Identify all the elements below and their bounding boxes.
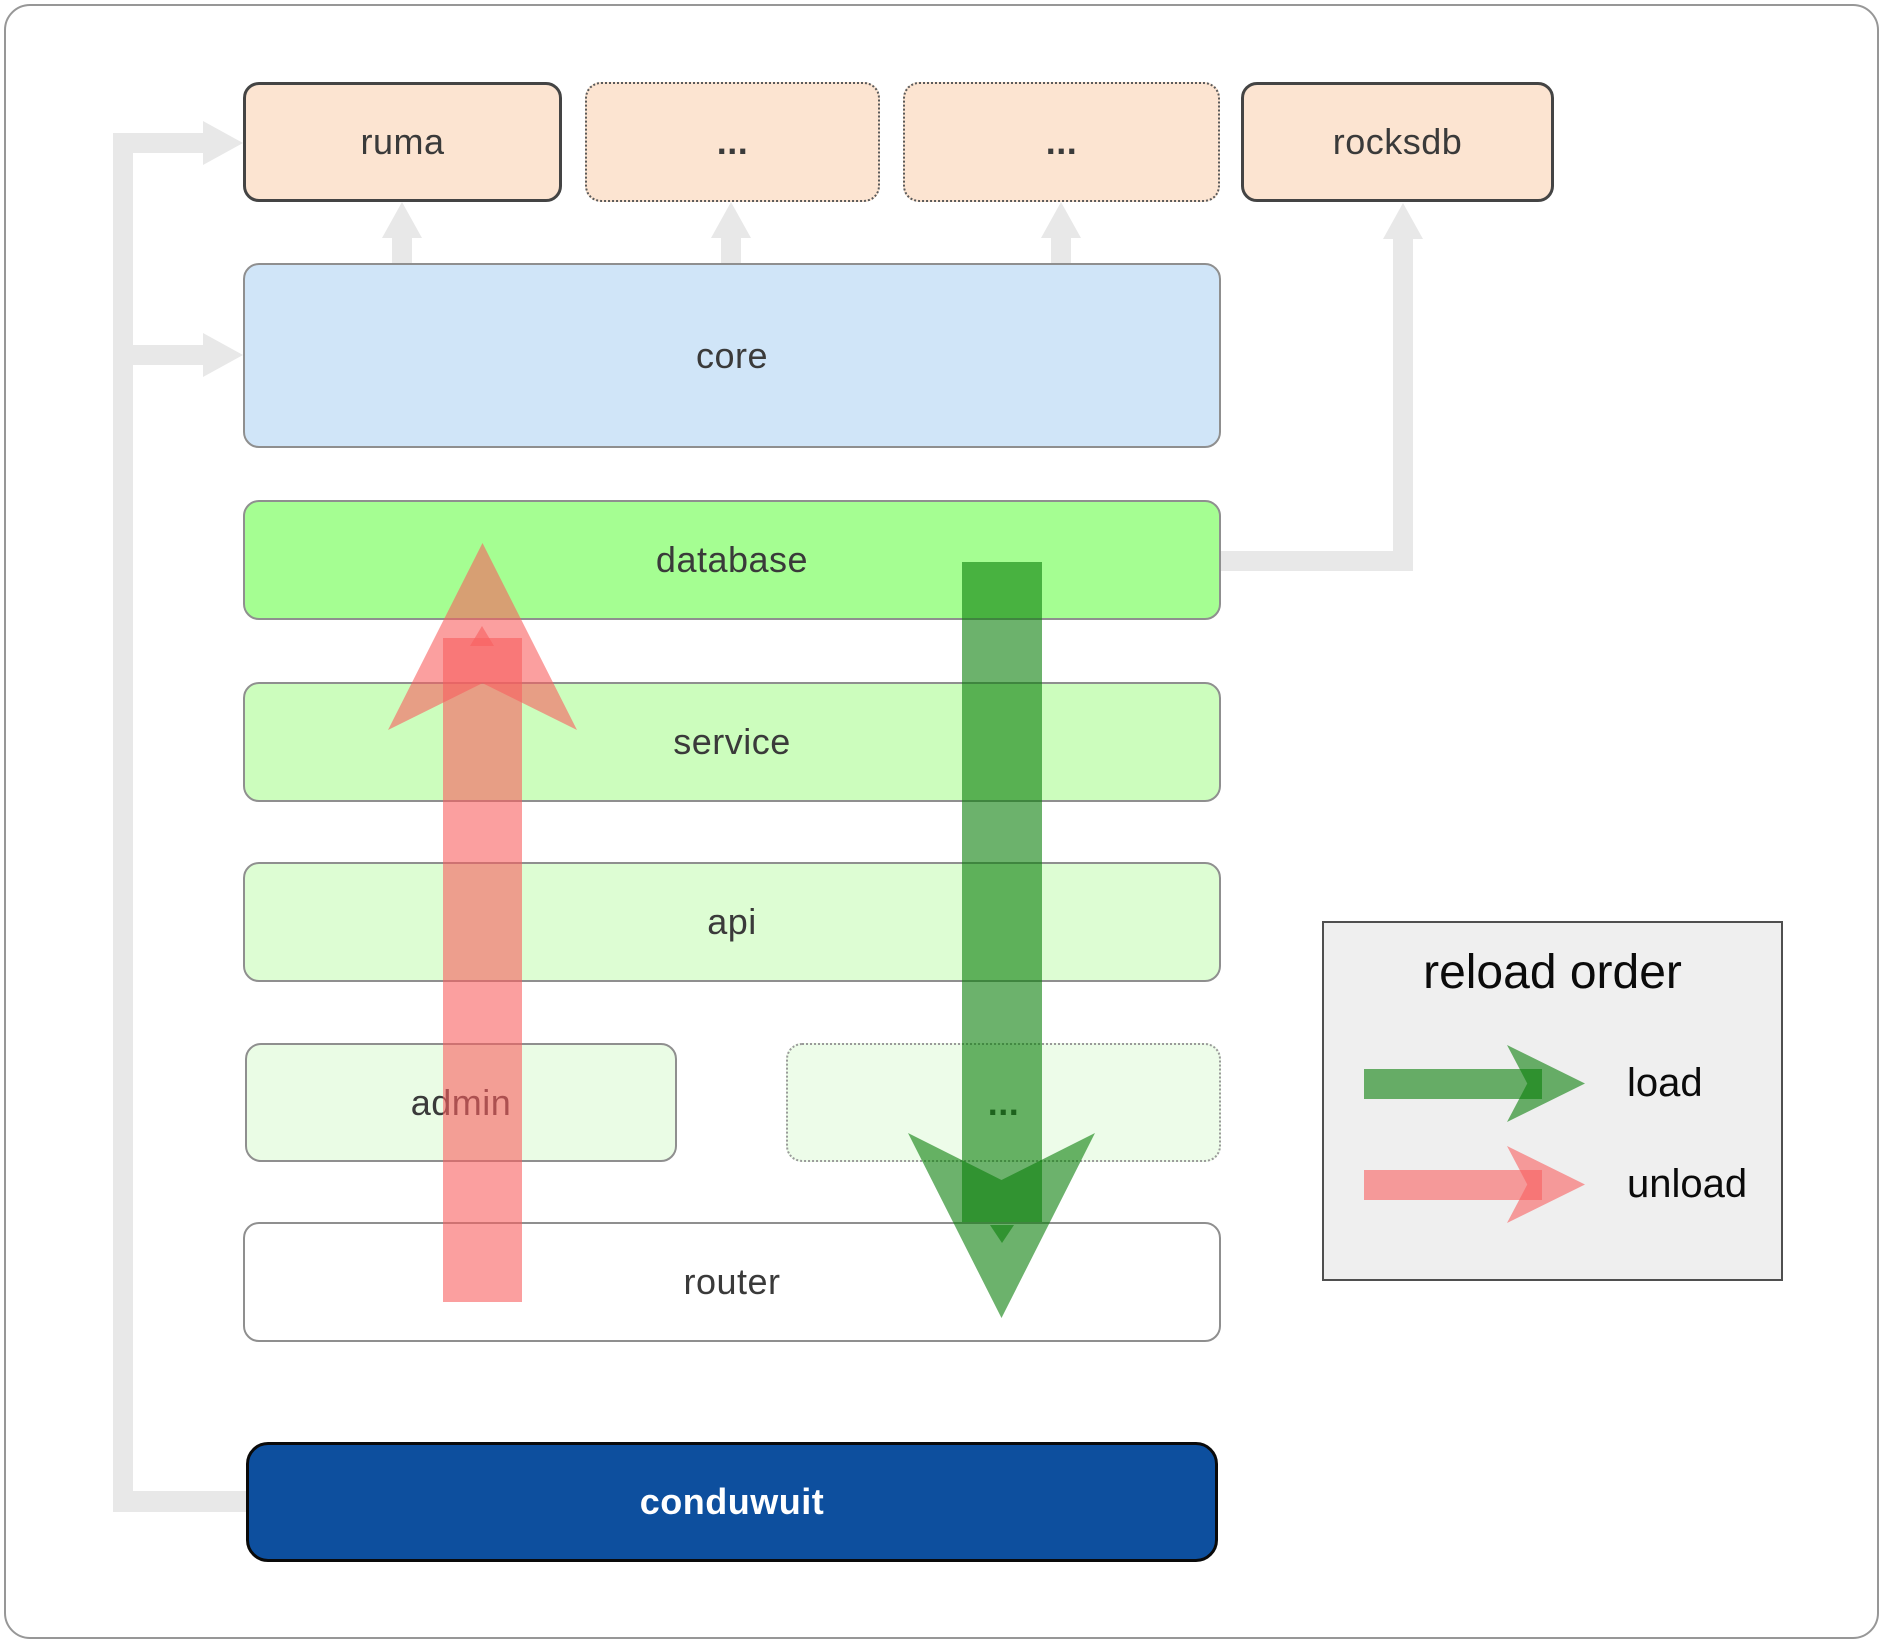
node-ellipsis-1: ... [585, 82, 880, 202]
node-database-label: database [655, 539, 809, 580]
connector-database-to-rocksdb-vertical [1393, 237, 1413, 571]
connector-to-core-line [123, 345, 205, 365]
node-database: database [243, 500, 1221, 620]
legend-load-label: load [1627, 1061, 1703, 1105]
node-ellipsis-1-label: ... [716, 121, 749, 162]
node-api-label: api [707, 901, 757, 942]
node-core-label: core [695, 334, 769, 376]
connector-core-to-ruma-line [392, 236, 412, 264]
connector-database-to-rocksdb-horizontal [1221, 551, 1403, 571]
load-arrow-shaft [962, 562, 1042, 1222]
node-router-label: router [683, 1261, 781, 1302]
outer-frame [4, 4, 1879, 1639]
legend-unload-label: unload [1627, 1162, 1748, 1206]
unload-arrow-shaft [443, 638, 522, 1302]
connector-core-to-ellipsis2-line [1051, 236, 1071, 264]
legend-unload-arrow-shaft [1364, 1170, 1542, 1200]
node-conduwuit-label: conduwuit [639, 1481, 825, 1522]
node-api: api [243, 862, 1221, 982]
node-router: router [243, 1222, 1221, 1342]
node-core: core [243, 263, 1221, 448]
legend-title: reload order [1423, 946, 1682, 999]
node-conduwuit: conduwuit [246, 1442, 1218, 1562]
node-service-label: service [673, 721, 791, 762]
node-ellipsis-2-label: ... [1045, 121, 1078, 162]
connector-core-to-ellipsis1-line [721, 236, 741, 264]
node-service: service [243, 682, 1221, 802]
node-rocksdb: rocksdb [1241, 82, 1554, 202]
node-ruma-label: ruma [360, 121, 445, 162]
node-ruma: ruma [243, 82, 562, 202]
node-ellipsis-2: ... [903, 82, 1220, 202]
connector-to-ruma-line [123, 133, 205, 153]
node-rocksdb-label: rocksdb [1332, 121, 1463, 162]
connector-conduwuit-vertical-line [113, 133, 133, 1512]
legend-load-arrow-shaft [1364, 1069, 1542, 1099]
legend-box: reload order load unload [1322, 921, 1783, 1281]
connector-from-conduwuit-line [123, 1491, 256, 1512]
